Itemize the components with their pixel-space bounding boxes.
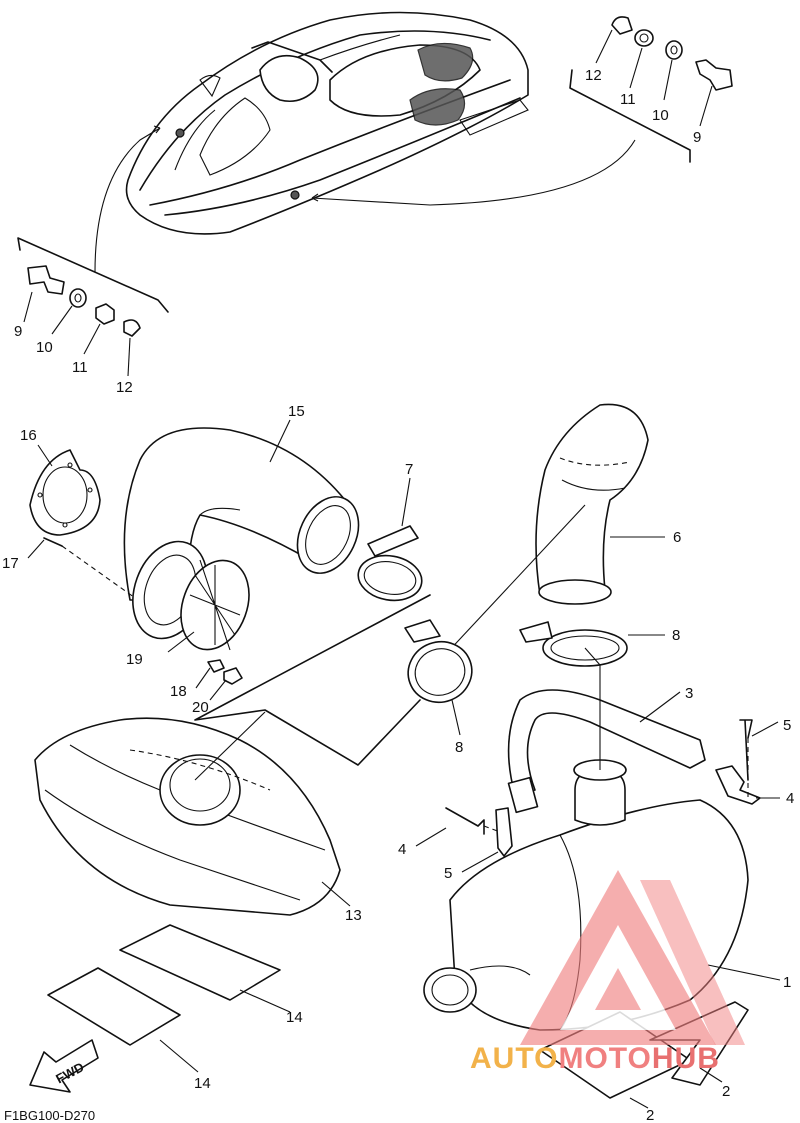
hose-clamp-7: [357, 525, 423, 602]
callout-19: 19: [126, 651, 143, 668]
callout-5: 5: [783, 717, 791, 734]
leader-line: [584, 647, 601, 770]
callout-leaders: [23, 29, 781, 1109]
callout-8: 8: [672, 627, 680, 644]
group-bracket: [569, 69, 691, 163]
automotohub-watermark-logo-icon: [520, 870, 745, 1045]
exhaust-hose: [535, 403, 649, 605]
callout-2: 2: [646, 1107, 654, 1123]
pad-14-lower: [47, 967, 181, 1046]
hose-clamp-8-right: [519, 621, 628, 667]
strap-3: [507, 689, 706, 814]
watermark-text: AUTOMOTOHUB: [470, 1042, 720, 1075]
callout-20: 20: [192, 699, 209, 716]
callout-4: 5: [444, 865, 452, 882]
pad-14-upper: [119, 924, 281, 1001]
watercraft-illustration: [125, 11, 529, 235]
callout-18: 18: [170, 683, 187, 700]
callout-9: 9: [693, 129, 701, 146]
callout-12: 12: [585, 67, 602, 84]
callout-6: 6: [673, 529, 681, 546]
callout-14: 14: [194, 1075, 211, 1092]
callout-10: 10: [36, 339, 53, 356]
callout-numbers: 12 11 10 9 9 10 11 12 16 15 7 17 6 8 19 …: [2, 67, 794, 1123]
callout-7: 7: [405, 461, 413, 478]
leader-line: [94, 127, 161, 273]
callout-4: 4: [786, 790, 794, 807]
leader-line: [444, 504, 586, 656]
nut-20: [223, 667, 243, 685]
hose-clamp-8-left: [404, 619, 473, 704]
leader-line: [311, 139, 636, 206]
routing-line: [194, 594, 431, 766]
callout-10: 10: [652, 107, 669, 124]
callout-8: 8: [455, 739, 463, 756]
stud-17: [43, 537, 63, 547]
leader-line: [194, 711, 266, 781]
callout-17: 17: [2, 555, 19, 572]
arrow-head-icon: [311, 193, 319, 202]
bracket-4-left: [495, 807, 513, 857]
callout-12: 12: [116, 379, 133, 396]
callout-3: 3: [685, 685, 693, 702]
callout-13: 13: [345, 907, 362, 924]
group-bracket: [17, 237, 169, 313]
callout-15: 15: [288, 403, 305, 420]
callout-9: 9: [14, 323, 22, 340]
callout-1: 1: [783, 974, 791, 991]
cover-13: [34, 717, 341, 916]
drain-fittings-right: [611, 16, 733, 91]
washer-18: [207, 659, 225, 673]
figure-code: F1BG100-D270: [4, 1108, 95, 1123]
callout-16: 16: [20, 427, 37, 444]
leader-line: [61, 545, 139, 601]
drain-fittings-left: [27, 265, 141, 337]
leader-line: [483, 825, 501, 833]
rivet-5-right: [739, 719, 753, 781]
callout-14: 14: [286, 1009, 303, 1026]
arrow-head-icon: [153, 125, 161, 134]
gasket-16: [29, 449, 101, 536]
callout-11: 11: [620, 91, 636, 108]
callout-2: 2: [722, 1083, 730, 1100]
callout-11: 11: [72, 359, 88, 376]
bracket-4-right: [715, 765, 761, 805]
forward-direction-arrow-icon: [29, 1039, 99, 1093]
rivet-5-left: [445, 807, 485, 835]
callout-5: 4: [398, 841, 406, 858]
flange-plates-19: [132, 540, 250, 651]
